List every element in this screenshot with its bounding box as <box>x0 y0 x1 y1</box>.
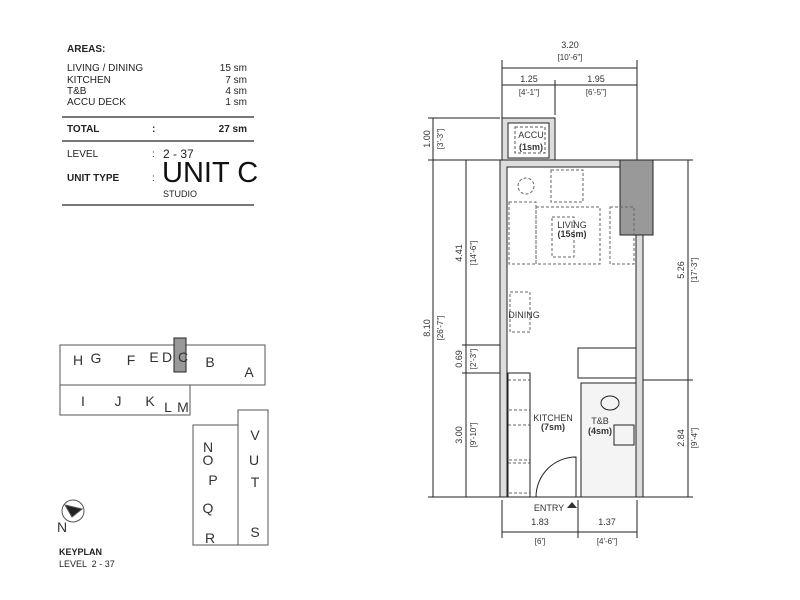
dim-bottom-a: 1.83 <box>531 517 549 527</box>
dim-top-a-ft: [4'-1"] <box>519 88 539 97</box>
north-label: N <box>57 519 67 535</box>
separator: : <box>152 173 155 184</box>
sink-icon <box>613 424 635 446</box>
dim-left-b-ft: [2'-3"] <box>469 349 478 369</box>
area-row: T&B 4 sm <box>67 86 247 97</box>
keyplan-unit: P <box>208 472 217 488</box>
keyplan-unit: S <box>250 524 259 540</box>
toilet-icon <box>600 395 620 411</box>
dim-left-accu-ft: [3'-3"] <box>436 129 445 149</box>
dim-left-a-ft: [14'-6"] <box>469 241 478 266</box>
tb-room <box>580 382 637 498</box>
keyplan-unit: T <box>251 474 260 490</box>
dim-bottom-b-ft: [4'-6"] <box>597 537 617 546</box>
area-value: 7 sm <box>225 75 247 86</box>
room-area-accu: (1sm) <box>519 142 543 152</box>
dim-top-b: 1.95 <box>587 74 605 84</box>
keyplan-unit: D <box>162 349 172 365</box>
total-row: TOTAL: 27 sm <box>67 124 247 135</box>
keyplan-unit: V <box>250 427 260 443</box>
keyplan-unit: U <box>249 452 259 468</box>
keyplan-unit: H <box>73 352 83 368</box>
separator: : <box>152 124 156 135</box>
dim-left-total-ft: [26'-7"] <box>436 316 445 341</box>
area-label: ACCU DECK <box>67 97 126 108</box>
keyplan-unit: O <box>203 452 214 468</box>
keyplan-unit: J <box>115 393 122 409</box>
unit-type-sub: STUDIO <box>163 189 198 199</box>
room-label-kitchen: KITCHEN <box>533 413 573 423</box>
entry-label: ENTRY <box>534 503 564 513</box>
keyplan-unit: G <box>91 350 102 366</box>
level-value: 2 - 37 <box>163 147 194 161</box>
unit-type-value: UNIT C <box>162 157 259 189</box>
dim-left-c-ft: [9'-10"] <box>469 423 478 448</box>
divider <box>62 116 254 118</box>
keyplan-unit: K <box>145 393 155 409</box>
keyplan-unit: B <box>205 354 214 370</box>
entry-arrow-icon <box>567 502 577 508</box>
dim-right-b: 2.84 <box>676 429 686 447</box>
unit-type-label: UNIT TYPE <box>67 173 120 184</box>
area-row: ACCU DECK 1 sm <box>67 97 247 108</box>
keyplan-unit: M <box>177 399 189 415</box>
closet <box>577 347 637 379</box>
area-label: T&B <box>67 86 87 97</box>
room-label-living: LIVING <box>557 220 587 230</box>
keyplan-unit: N <box>203 439 213 455</box>
keyplan-labels: H G F E D C B A I J K L M N O V U P T Q … <box>57 349 260 546</box>
keyplan-level: LEVEL 2 - 37 <box>59 559 115 569</box>
dim-left-a: 4.41 <box>454 244 464 262</box>
separator: : <box>152 149 155 160</box>
keyplan-unit: E <box>149 349 158 365</box>
dim-top-total: 3.20 <box>561 40 579 50</box>
dim-top-b-ft: [6'-5"] <box>586 88 606 97</box>
area-value: 1 sm <box>225 97 247 108</box>
divider <box>62 204 254 206</box>
dim-top-a: 1.25 <box>520 74 538 84</box>
room-area-living: (15sm) <box>557 229 586 239</box>
column <box>619 159 654 236</box>
keyplan <box>59 337 269 546</box>
room-label-tb: T&B <box>591 416 609 426</box>
dim-top-total-ft: [10'-6"] <box>558 53 583 62</box>
room-area-kitchen: (7sm) <box>541 422 565 432</box>
area-label: LIVING / DINING <box>67 63 144 74</box>
dim-left-c: 3.00 <box>454 426 464 444</box>
keyplan-unit: F <box>127 352 136 368</box>
dim-bottom-b: 1.37 <box>598 517 616 527</box>
area-row: KITCHEN 7 sm <box>67 75 247 86</box>
keyplan-title: KEYPLAN <box>59 547 103 557</box>
dim-right-a: 5.26 <box>676 261 686 279</box>
accu-unit-outline <box>514 126 546 154</box>
area-value: 15 sm <box>219 63 247 74</box>
dim-right-b-ft: [9'-4"] <box>690 428 699 448</box>
area-row: LIVING / DINING 15 sm <box>67 63 247 74</box>
keyplan-unit: R <box>205 530 215 546</box>
areas-heading: AREAS: <box>67 44 106 55</box>
keyplan-unit: I <box>81 393 85 409</box>
keyplan-unit: C <box>178 349 188 365</box>
door-swing-icon <box>535 456 577 498</box>
dim-left-total: 8.10 <box>422 319 432 337</box>
divider <box>62 140 254 142</box>
room-area-tb: (4sm) <box>588 426 612 436</box>
dim-bottom-a-ft: [6'] <box>535 537 545 546</box>
dim-left-b: 0.69 <box>454 350 464 368</box>
total-value: 27 sm <box>218 124 247 135</box>
keyplan-unit: Q <box>203 500 214 516</box>
keyplan-highlight-unit-c <box>173 337 187 373</box>
area-label: KITCHEN <box>67 75 111 86</box>
total-label: TOTAL <box>67 124 100 135</box>
kitchen-counter <box>507 372 531 498</box>
keyplan-unit: L <box>164 399 172 415</box>
level-label: LEVEL <box>67 149 99 160</box>
area-value: 4 sm <box>225 86 247 97</box>
room-label-dining: DINING <box>508 310 540 320</box>
room-label-accu: ACCU <box>518 130 544 140</box>
dim-right-a-ft: [17'-3"] <box>690 258 699 283</box>
dim-left-accu: 1.00 <box>422 130 432 148</box>
keyplan-unit: A <box>244 364 254 380</box>
